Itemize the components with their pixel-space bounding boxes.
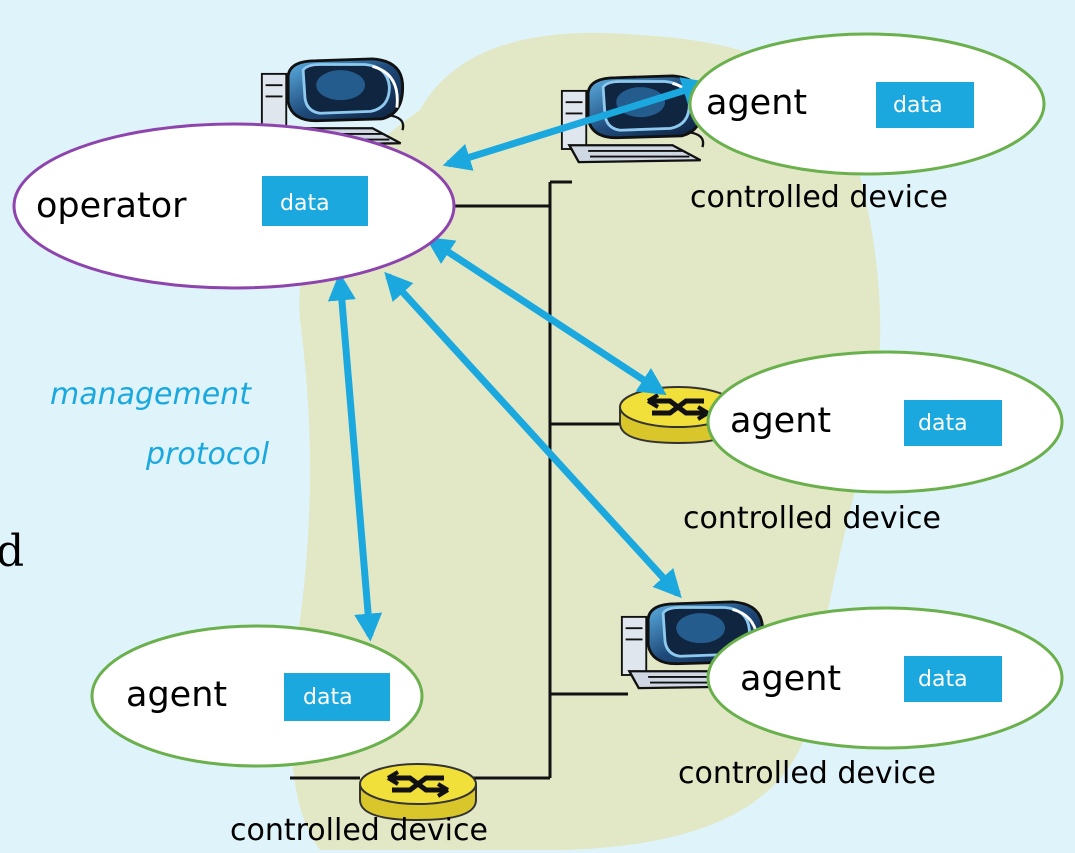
controlled-device-caption: controlled device [678,756,936,791]
agent-data-box [904,656,1002,702]
protocol-label-line2: protocol [145,437,270,472]
management-protocol-arrows [327,77,711,642]
agent-node-3: agent data controlled device [678,606,1064,791]
arrow-operator-agent-1 [442,77,711,171]
operator-data-label: data [280,191,330,216]
router-icon [360,764,476,820]
agent-data-box [904,400,1002,446]
controlled-device-caption: controlled device [230,813,488,848]
agent-data-label: data [303,685,353,710]
agent-node-2: agent data controlled device [683,350,1064,536]
agent-node-1: agent data controlled device [688,32,1046,215]
agent-data-box [284,673,390,721]
agent-label: agent [730,401,831,441]
controlled-device-caption: controlled device [690,180,948,215]
agent-label: agent [706,83,807,123]
arrow-operator-agent-3 [384,271,682,599]
agent-data-label: data [893,93,943,118]
operator-label: operator [36,186,187,226]
agent-label: agent [126,675,227,715]
controlled-device-caption: controlled device [683,501,941,536]
agent-data-box [876,82,974,128]
agent-node-4: agent data controlled device [90,624,488,848]
agent-data-label: data [918,411,968,436]
arrow-operator-agent-4 [327,272,383,642]
agent-data-label: data [918,667,968,692]
agent-label: agent [740,659,841,699]
operator-data-box [262,176,368,226]
operator-node: operator data [12,122,456,290]
edge-glyph: d [0,526,24,577]
protocol-label-line1: management [50,377,252,412]
